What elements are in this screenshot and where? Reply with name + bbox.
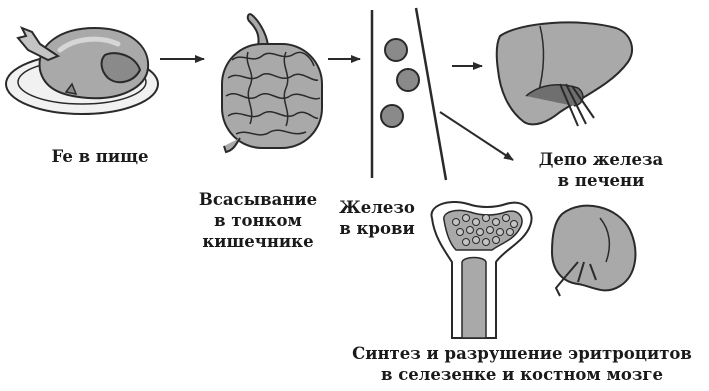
absorption-label: Всасывание в тонком кишечнике [198,189,318,252]
bone-icon [431,202,531,338]
synthesis-label: Синтез и разрушение эритроцитов в селезе… [340,343,704,385]
chicken-icon [6,28,158,114]
blood-vessel-icon [372,8,446,180]
liver-icon [497,22,632,126]
liver-label: Депо железа в печени [525,149,677,191]
spleen-icon [552,206,635,296]
food-label: Fe в пище [40,146,160,167]
blood-label: Железо в крови [330,197,424,239]
intestine-icon [222,14,322,152]
